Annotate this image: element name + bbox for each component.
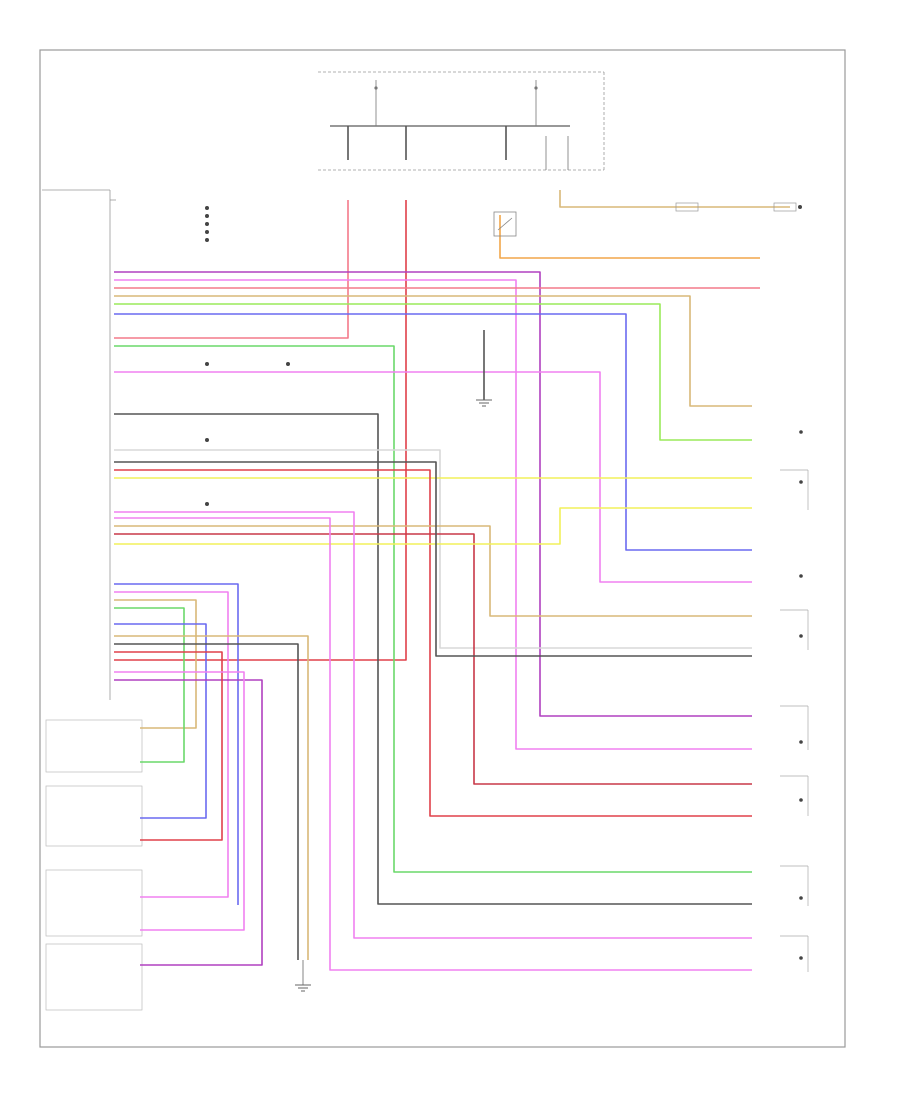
left-switch-boxes [45,719,143,1011]
wire-w-purple-2 [114,679,263,966]
ground-symbol-bottom [295,960,311,992]
wire-w-white-1 [114,449,752,649]
wire-w-red-mid [114,200,407,661]
wire-w-magenta-4 [114,517,752,971]
wire-w-purple-1 [114,271,752,717]
relay-component [493,211,517,237]
wire-layer [114,126,790,971]
wire-w-black-1 [114,413,752,905]
wire-w-yellow-3 [114,507,752,545]
wire-w-magenta-2 [114,371,752,583]
wire-w-red-2 [114,469,752,817]
wire-w-tan-1 [114,295,752,407]
wire-w-black-3 [114,643,299,960]
wire-w-orange-top [499,215,760,259]
wire-w-tan-4 [114,635,309,960]
wire-w-blue-1 [114,313,752,551]
wire-w-green-2 [114,607,185,763]
power-distribution-box [318,71,605,171]
wire-w-magenta-6 [114,671,245,931]
connector-dots-left [205,206,290,506]
wire-w-black-2 [114,461,752,657]
wire-w-yellow-top [559,190,790,208]
right-terminal-dots [799,430,803,960]
wire-w-magenta-5 [114,591,229,898]
wire-w-lime-1 [114,303,752,441]
wire-w-blue-2 [114,583,239,905]
fuse-links-right [675,202,802,212]
wire-w-green-1 [114,345,752,873]
wire-w-magenta-3 [114,511,752,939]
wire-w-pink-left [114,200,349,339]
wire-w-red-3 [114,651,223,841]
wire-w-tan-2 [114,525,752,617]
wire-w-magenta-1 [114,279,752,750]
control-module-box [42,189,116,700]
wire-w-dkred-1 [114,533,752,785]
wire-w-blue-3 [114,623,207,819]
diagram-frame [39,49,846,1048]
wire-w-tan-3 [114,599,197,729]
right-connector-stubs [780,469,809,972]
ground-symbol-center [476,399,492,407]
